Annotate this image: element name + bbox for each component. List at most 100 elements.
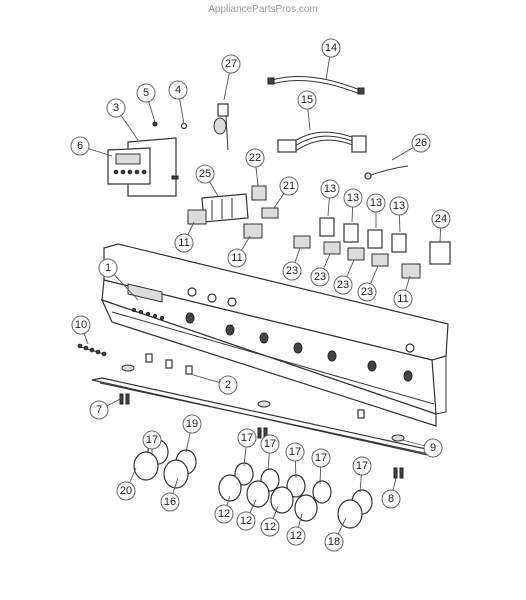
callout-12: 12: [214, 495, 234, 524]
callout-circle: [282, 261, 302, 281]
callout-circle: [116, 481, 136, 501]
callout-circle: [218, 375, 238, 395]
callout-circle: [431, 209, 451, 229]
callout-2: 2: [189, 373, 238, 395]
leader-line: [148, 101, 156, 123]
callout-circle: [286, 526, 306, 546]
callout-circle: [352, 456, 372, 476]
callout-12: 12: [286, 513, 306, 546]
callout-number: 11: [178, 237, 189, 249]
callout-circle: [98, 258, 118, 278]
leader-line: [223, 72, 230, 101]
leader-line: [323, 253, 331, 269]
callout-number: 12: [290, 530, 302, 542]
wire-harnesses: [213, 75, 409, 180]
timer-module: [107, 121, 188, 197]
leader-line: [346, 259, 355, 277]
callout-circle: [393, 289, 413, 309]
leader-line: [209, 181, 219, 197]
callout-circle: [245, 148, 265, 168]
leader-line: [392, 477, 397, 491]
callout-circle: [106, 98, 126, 118]
callout-number: 13: [324, 183, 336, 195]
callout-1: 1: [98, 258, 139, 301]
callout-circle: [195, 164, 215, 184]
leader-line: [405, 275, 411, 291]
callout-4: 4: [168, 80, 188, 125]
callout-number: 12: [264, 521, 276, 533]
callout-circle: [260, 517, 280, 537]
callout-17: 17: [352, 456, 372, 493]
callout-circle: [136, 83, 156, 103]
callout-5: 5: [136, 83, 156, 123]
callout-number: 17: [241, 432, 253, 444]
callout-number: 6: [77, 140, 83, 152]
callout-circle: [297, 90, 317, 110]
callout-6: 6: [70, 136, 113, 157]
callout-circle: [285, 442, 305, 462]
callout-11: 11: [393, 275, 413, 309]
callout-26: 26: [391, 133, 431, 161]
leader-line: [243, 446, 247, 467]
callout-circle: [168, 80, 188, 100]
leader-line: [179, 98, 185, 125]
leader-line: [249, 499, 257, 514]
leader-line: [327, 197, 330, 217]
callout-number: 14: [325, 42, 337, 54]
callout-21: 21: [273, 176, 299, 209]
callout-number: 17: [289, 446, 301, 458]
leader-line: [337, 517, 347, 535]
callout-number: 17: [146, 434, 158, 446]
callout-number: 13: [370, 197, 382, 209]
leader-line: [273, 193, 285, 209]
callout-12: 12: [236, 499, 257, 531]
callout-circle: [182, 414, 202, 434]
watermark-text: AppliancePartsPros.com: [208, 4, 318, 15]
leader-line: [88, 148, 113, 157]
leader-line: [359, 474, 362, 493]
callout-number: 18: [328, 536, 340, 548]
callout-23: 23: [310, 253, 331, 287]
leader-line: [83, 333, 89, 345]
callout-24: 24: [431, 209, 451, 243]
callout-3: 3: [106, 98, 139, 141]
callout-18: 18: [324, 517, 347, 552]
leader-line: [267, 452, 270, 471]
callout-circle: [174, 233, 194, 253]
leader-line: [297, 513, 303, 528]
callout-13: 13: [343, 188, 363, 223]
callout-circle: [260, 434, 280, 454]
callout-number: 13: [393, 200, 405, 212]
callout-17: 17: [237, 428, 257, 467]
callout-number: 22: [249, 152, 261, 164]
callout-circle: [381, 489, 401, 509]
leader-line: [294, 247, 301, 263]
callout-circle: [237, 428, 257, 448]
callout-22: 22: [245, 148, 265, 187]
callout-circle: [357, 282, 377, 302]
callout-circle: [160, 492, 180, 512]
callout-circle: [279, 176, 299, 196]
leader-line: [106, 397, 123, 407]
callout-number: 21: [283, 180, 295, 192]
callout-11: 11: [174, 221, 195, 253]
callout-7: 7: [89, 397, 123, 420]
callout-number: 11: [397, 293, 408, 305]
leader-line: [129, 467, 137, 483]
callout-circle: [366, 193, 386, 213]
callout-20: 20: [116, 467, 137, 501]
callout-number: 4: [175, 84, 181, 96]
leader-line: [351, 206, 354, 223]
callout-number: 13: [347, 192, 359, 204]
callout-number: 23: [361, 286, 373, 298]
callout-8: 8: [381, 477, 401, 509]
callout-23: 23: [357, 265, 379, 302]
callout-number: 17: [264, 438, 276, 450]
leader-line: [272, 505, 279, 519]
leader-line: [255, 166, 259, 187]
leader-line: [185, 432, 191, 453]
callout-number: 23: [337, 279, 349, 291]
callout-number: 17: [315, 452, 327, 464]
callout-number: 15: [301, 94, 313, 106]
callout-circle: [343, 188, 363, 208]
